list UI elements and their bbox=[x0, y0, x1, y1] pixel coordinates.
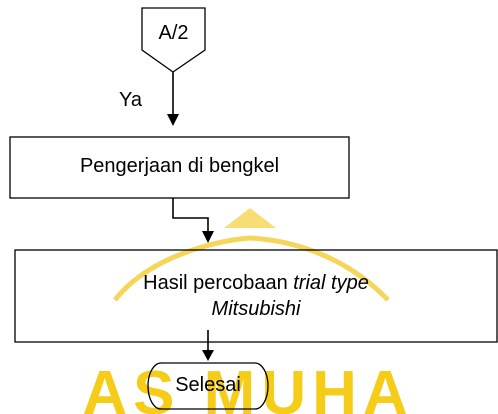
process-result-italic-1: trial type bbox=[293, 272, 369, 294]
process-result-italic-2: Mitsubishi bbox=[211, 298, 301, 320]
process-result-line-2: Mitsubishi bbox=[212, 296, 301, 322]
offpage-connector-shape bbox=[141, 7, 206, 73]
watermark-arc bbox=[113, 235, 390, 302]
terminator-label: Selesai bbox=[175, 374, 241, 396]
process-result-label: Hasil percobaan trial type Mitsubishi bbox=[15, 256, 497, 336]
arrow-3-head bbox=[202, 350, 214, 361]
arrow-2-line bbox=[172, 198, 209, 232]
watermark-crest bbox=[224, 208, 276, 228]
terminator-shape bbox=[147, 362, 269, 410]
edge-yes-label: Ya bbox=[119, 89, 142, 111]
process-result-prefix: Hasil percobaan bbox=[143, 272, 294, 294]
arrow-2-head bbox=[202, 231, 214, 243]
process-workshop-label: Pengerjaan di bengkel bbox=[79, 155, 280, 177]
watermark-text: AS MUHA bbox=[82, 359, 413, 414]
arrow-1-head bbox=[167, 114, 179, 126]
process-result-line-1: Hasil percobaan trial type bbox=[143, 270, 369, 296]
connector-label: A/2 bbox=[158, 22, 189, 44]
process-box-workshop bbox=[9, 136, 350, 199]
process-box-result bbox=[14, 249, 498, 343]
watermark-seal: AS MUHA bbox=[82, 208, 413, 414]
